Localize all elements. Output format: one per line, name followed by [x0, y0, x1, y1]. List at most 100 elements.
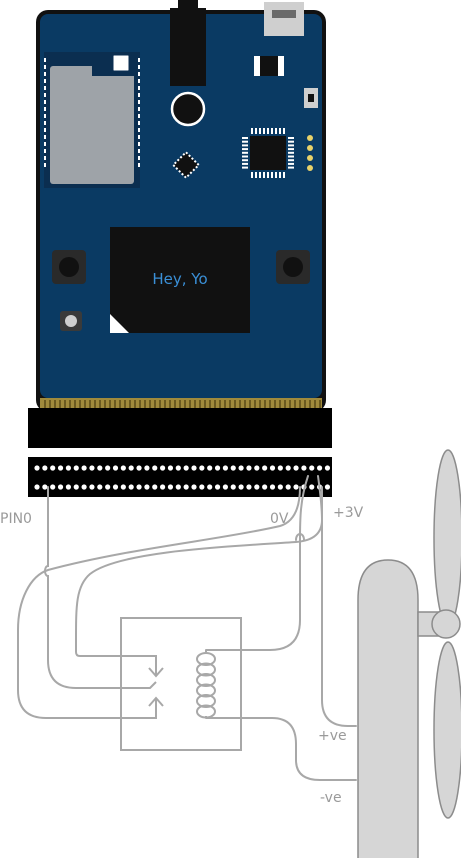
propeller-hub: [431, 609, 461, 639]
status-leds: [307, 135, 313, 171]
antenna-dash: [44, 114, 46, 118]
edge-tick: [179, 400, 181, 408]
propeller-blade-top: [433, 449, 461, 627]
coil-loop: [196, 683, 216, 698]
edge-tick: [194, 400, 196, 408]
chip-pin: [275, 128, 277, 134]
edge-tick: [159, 400, 161, 408]
edge-tick: [224, 400, 226, 408]
edge-tick: [319, 400, 321, 408]
header-pin: [136, 465, 142, 471]
chip-pin: [288, 137, 294, 139]
edge-tick: [119, 400, 121, 408]
edge-tick: [59, 400, 61, 408]
chip-pin: [279, 128, 281, 134]
header-pins: [34, 465, 331, 490]
chip-pin: [288, 155, 294, 158]
header-pin: [238, 484, 244, 490]
wire-crossing-bump: [295, 533, 305, 541]
coil-loop: [196, 652, 216, 666]
edge-tick: [304, 400, 306, 408]
chip-pin: [255, 172, 257, 178]
antenna-dash: [44, 142, 46, 146]
header-block: [28, 457, 332, 497]
header-pin: [324, 484, 331, 490]
antenna-dash: [138, 72, 140, 76]
chip-pin: [288, 148, 294, 151]
edge-tick: [234, 400, 236, 408]
header-pin: [301, 465, 307, 471]
edge-tick: [269, 400, 271, 408]
motor-fan: [357, 449, 461, 858]
edge-tick: [259, 400, 261, 408]
coil-loop: [196, 673, 216, 687]
chip-pin: [279, 172, 281, 178]
header-pin: [73, 465, 79, 471]
header-pin: [238, 465, 244, 471]
antenna-dash: [44, 121, 46, 125]
edge-tick: [219, 400, 221, 408]
label-minus-ve: -ve: [320, 790, 342, 806]
antenna-dash: [138, 65, 140, 69]
header-pin: [144, 465, 150, 471]
round-button[interactable]: [170, 91, 206, 127]
antenna-dash: [138, 114, 140, 118]
antenna-dash: [44, 72, 46, 76]
header-pin: [317, 465, 323, 471]
chip-pin: [288, 140, 294, 143]
header-pin: [199, 484, 205, 490]
header-pin: [324, 465, 331, 471]
header-pin: [309, 465, 315, 471]
header-pin: [191, 484, 197, 490]
header-pin: [42, 465, 48, 471]
edge-tick: [169, 400, 171, 408]
chip-pin: [288, 151, 294, 154]
header-pin: [222, 465, 228, 471]
chip-pin: [251, 172, 253, 178]
header-pin: [128, 484, 134, 490]
usb-port: [264, 2, 304, 36]
antenna-dash: [138, 86, 140, 90]
radio-module-can: [50, 66, 134, 184]
header-pin: [105, 465, 111, 471]
edge-tick: [94, 400, 96, 408]
header-pin: [269, 484, 276, 490]
chip-pin: [283, 172, 285, 178]
edge-tick: [289, 400, 291, 408]
header-pin: [309, 484, 315, 490]
header-pin: [293, 465, 299, 471]
header-pin: [34, 484, 40, 490]
chip-pin: [288, 144, 294, 147]
chip-pin: [271, 128, 273, 134]
header-pin: [105, 484, 111, 490]
header-pin: [34, 465, 40, 471]
header-pin: [65, 484, 71, 490]
header-pin: [175, 465, 181, 471]
chip-pin: [288, 159, 294, 162]
antenna-dash: [138, 149, 140, 153]
relay-switch-lower: [150, 698, 157, 719]
header-pin: [50, 465, 56, 471]
header-pin: [175, 484, 181, 490]
edge-tick: [69, 400, 71, 408]
edge-tick: [249, 400, 251, 408]
header-pin: [230, 465, 236, 471]
oled-display: [110, 227, 250, 333]
wire-3v-switch: [75, 475, 324, 657]
antenna-dash: [138, 121, 140, 125]
chip-pin: [263, 128, 265, 134]
wires: [17, 475, 357, 781]
header-pin: [152, 465, 158, 471]
wire-0v: [17, 486, 301, 719]
edge-tick: [54, 400, 56, 408]
edge-tick: [144, 400, 146, 408]
wire-3v-motor: [321, 486, 357, 727]
wire-0v-coil: [205, 475, 309, 651]
antenna-dash: [44, 149, 46, 153]
chip-pin: [242, 137, 248, 139]
header-pin: [89, 465, 95, 471]
antenna-dash: [44, 86, 46, 90]
header-pin: [293, 484, 299, 490]
edge-tick: [44, 400, 46, 408]
header-pin: [120, 465, 126, 471]
